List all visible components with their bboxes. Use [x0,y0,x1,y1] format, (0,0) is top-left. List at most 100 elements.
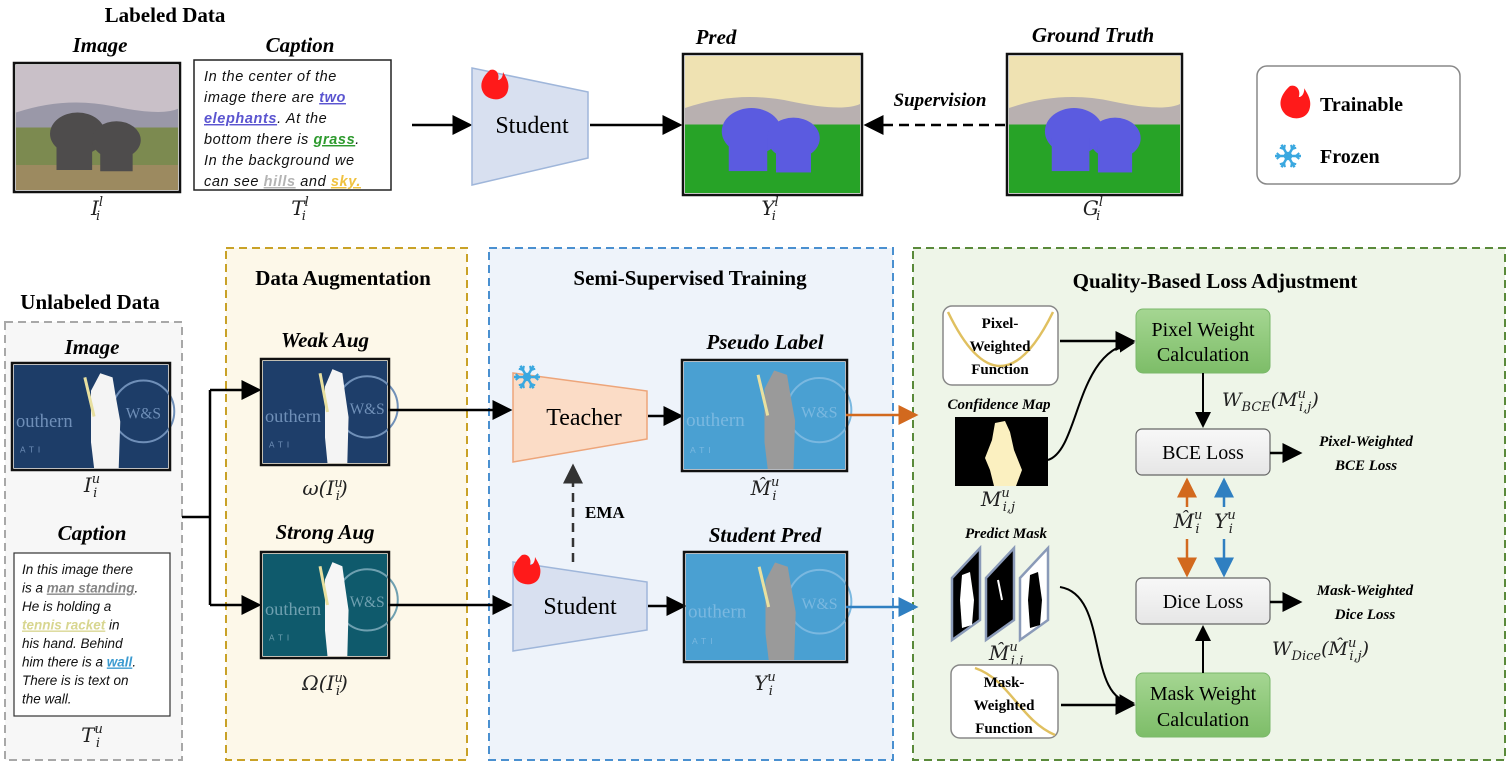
image-frame [259,357,391,467]
snowflake-core [1283,151,1293,161]
pixel-calc-line2: Calculation [1157,344,1249,366]
caption-text: and [296,174,331,190]
player-figure [325,369,349,463]
mask-fn-line3: Function [975,721,1033,737]
unlabeled-caption-box [13,552,171,717]
snowflake-branch [1279,146,1285,151]
snowflake-arm [519,376,529,389]
wall-subtext: ATI [690,445,715,455]
caption-text: . [132,655,136,670]
image-frame [681,52,864,197]
mask-function-curve [974,666,1056,737]
wall-subtext: ATI [269,634,293,643]
symbol-base: M [980,487,1002,511]
symbol-base: M̂ [750,476,772,500]
elephant-legs [100,146,133,172]
highlighted-word: grass [313,132,356,148]
pair-label-bg [1172,507,1238,539]
labeled-image-title: Image [72,33,128,57]
caption-text: in [105,618,119,633]
mask-fn-line1: Mask- [984,675,1025,691]
weak-aug-title: Weak Aug [281,328,369,352]
highlighted-word: man standing [47,581,136,596]
wall-subtext: ATI [269,441,293,450]
snowflake-branch [529,365,532,371]
labeled-caption-title: Caption [266,33,335,57]
predict-mask-stack [950,544,1050,643]
symbol-sup: l [99,195,103,210]
tennis-racket [83,377,96,417]
legend-trainable: Trainable [1320,94,1403,116]
unlabeled-data-title: Unlabeled Data [20,290,160,314]
caption-text: He is holding a [22,599,112,614]
tennis-racket [318,372,329,413]
symbol-sub: i [96,209,100,224]
mask-calc-line2: Calculation [1157,709,1249,731]
symbol-sub: i [1229,522,1233,537]
flame-shape [513,554,541,585]
symbol-sub: i [93,486,97,501]
symbol-sup: l [305,195,309,210]
tennis-racket [756,374,770,416]
symbol-sub: i [772,209,776,224]
mask-curve-arrow [1059,586,1135,711]
symbol-sup: l [1099,195,1103,210]
elephant-legs [1051,138,1090,172]
symbol-sub: i [769,684,773,699]
student-encoder-bottom [512,561,648,652]
branch-lines [182,390,212,605]
image-frame [1005,52,1184,197]
symbol-sup: u [1227,508,1235,523]
symbol-base: M̂ [1173,509,1195,533]
snowflake-arm [1286,144,1296,157]
pred-image [681,52,864,197]
elephant-image [12,61,182,194]
snowflake-branch [534,373,539,378]
labeled-caption-box [193,59,392,191]
flame-icon [513,554,541,585]
wall-text: outhern [265,599,321,619]
logo-text: W&S [801,405,838,422]
wall-subtext: ATI [20,446,44,455]
wall-text: outhern [686,410,745,431]
predict-mask-title: Predict Mask [965,526,1048,542]
elephant-legs [56,140,93,170]
caption-text: . [135,581,139,596]
snowflake-branch [530,382,536,387]
pixel-function-curve [946,311,1055,368]
caption-text: There is is text on [22,673,129,688]
teacher-encoder [512,372,648,463]
logo-text: W&S [126,406,161,423]
teacher-label: Teacher [546,405,622,431]
highlighted-word: hills [264,174,296,190]
legend-frozen: Frozen [1320,146,1380,168]
elephant-legs [1097,145,1133,173]
pixel-calc-line1: Pixel Weight [1151,319,1254,341]
logo-text: W&S [801,596,837,613]
bce-loss-label: BCE Loss [1162,442,1244,464]
ema-label: EMA [585,503,625,522]
student-label-top: Student [495,113,569,139]
semi-title: Semi-Supervised Training [573,266,807,290]
symbol-sub: i [1096,209,1100,224]
snowflake-core [522,372,532,382]
caption-text: bottom there is [204,132,314,148]
caption-text: him there is a [22,655,107,670]
wall-text: outhern [265,406,321,426]
confidence-map-image [955,417,1048,486]
symbol-sup: u [94,722,102,737]
symbol-sub: i,j [1003,500,1015,515]
mask-fn-line2: Weighted [974,698,1035,714]
quality-title: Quality-Based Loss Adjustment [1073,269,1358,293]
highlighted-word: wall [107,655,133,670]
wall-text: outhern [16,411,73,432]
